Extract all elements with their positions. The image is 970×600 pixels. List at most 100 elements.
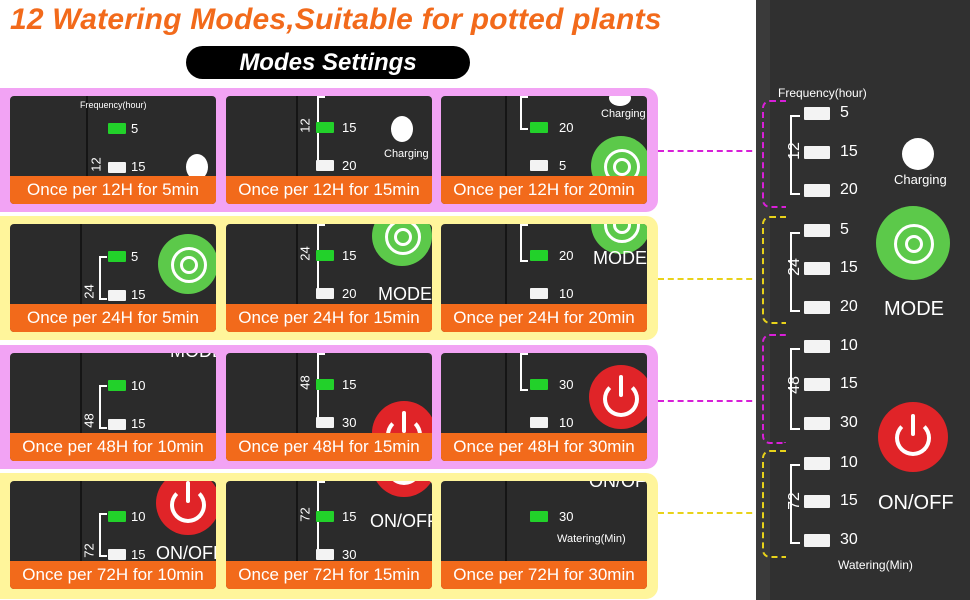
hour-label: 48	[785, 376, 803, 394]
charging-label: Charging	[384, 148, 429, 160]
power-icon	[156, 481, 216, 535]
mode-caption: Once per 12H for 20min	[441, 176, 647, 204]
minute-label: 10	[840, 454, 858, 471]
indicator-led-active	[108, 380, 126, 391]
indicator-led-active	[530, 250, 548, 261]
indicator-led-active	[108, 251, 126, 262]
mode-tile-12h-20min: 20 5 Charging Once per 12H for 20min	[441, 96, 647, 204]
minute-label: 30	[840, 414, 858, 431]
group-outline-12h	[762, 100, 786, 208]
mode-tile-72h-10min: 72 10 15 ON/OFF Once per 72H for 10min	[10, 481, 216, 589]
group-outline-24h	[762, 216, 786, 324]
mode-caption: Once per 24H for 20min	[441, 304, 647, 332]
connector-12h	[658, 150, 762, 152]
indicator-led	[108, 162, 126, 173]
indicator-led	[316, 549, 334, 560]
indicator-led-active	[530, 511, 548, 522]
mode-tile-24h-20min: 20 10 MODE Once per 24H for 20min	[441, 224, 647, 332]
mode-caption: Once per 48H for 10min	[10, 433, 216, 461]
minute-label: 15	[131, 159, 146, 174]
minute-label: 15	[840, 492, 858, 509]
watering-min-label: Watering(Min)	[838, 558, 913, 572]
minute-label: 15	[342, 509, 357, 524]
onoff-label: ON/OFF	[156, 543, 216, 563]
indicator-led-active	[316, 122, 334, 133]
minute-label: 10	[559, 415, 574, 430]
range-bracket	[317, 96, 325, 170]
power-icon	[372, 481, 432, 497]
connector-48h	[658, 400, 762, 402]
minute-label: 15	[131, 416, 146, 431]
mode-label: MODE	[378, 284, 432, 304]
indicator-led	[804, 184, 830, 197]
device-panel: Frequency(hour) 12 5 15 20 Charging 24 5…	[756, 0, 970, 600]
frequency-header: Frequency(hour)	[778, 86, 867, 100]
mode-row-48h: 48 10 15 MODE Once per 48H for 10min 48 …	[0, 345, 658, 469]
charging-label: Charging	[601, 108, 646, 120]
power-icon[interactable]	[878, 402, 948, 472]
onoff-label: ON/OFF	[370, 511, 432, 531]
mode-caption: Once per 48H for 15min	[226, 433, 432, 461]
indicator-led-active	[316, 379, 334, 390]
hour-label: 48	[81, 413, 97, 428]
hour-label: 24	[81, 284, 97, 299]
hour-label: 12	[88, 157, 104, 172]
mode-row-72h: 72 10 15 ON/OFF Once per 72H for 10min 7…	[0, 473, 658, 599]
minute-label: 15	[840, 143, 858, 160]
minute-label: 15	[131, 287, 146, 302]
hour-label: 12	[297, 118, 313, 133]
onoff-label: ON/OFF	[878, 492, 954, 514]
range-bracket	[99, 513, 107, 557]
indicator-led	[804, 224, 830, 237]
charging-label: Charging	[894, 172, 947, 187]
mode-row-12h: Frequency(hour) 5 12 15 Once per 12H for…	[0, 88, 658, 212]
minute-label: 20	[840, 181, 858, 198]
minute-label: 30	[342, 547, 357, 562]
mode-tile-48h-15min: 48 15 30 Once per 48H for 15min	[226, 353, 432, 461]
indicator-led	[804, 378, 830, 391]
minute-label: 15	[342, 377, 357, 392]
hour-label: 24	[297, 246, 313, 261]
mode-tile-12h-15min: 12 15 20 Charging Once per 12H for 15min	[226, 96, 432, 204]
indicator-led	[804, 340, 830, 353]
range-bracket	[790, 232, 800, 312]
indicator-led-active	[108, 511, 126, 522]
indicator-led	[530, 288, 548, 299]
minute-label: 30	[559, 377, 574, 392]
minute-label: 30	[342, 415, 357, 430]
range-bracket	[520, 353, 528, 391]
minute-label: 10	[131, 378, 146, 393]
minute-label: 15	[342, 120, 357, 135]
indicator-led	[108, 549, 126, 560]
indicator-led	[804, 457, 830, 470]
minute-label: 15	[342, 248, 357, 263]
mode-row-24h: 24 5 15 Once per 24H for 5min 24 15 20 M…	[0, 216, 658, 340]
indicator-led	[804, 417, 830, 430]
hour-label: 72	[785, 492, 803, 510]
indicator-led-active	[530, 379, 548, 390]
indicator-led	[316, 417, 334, 428]
indicator-led	[108, 419, 126, 430]
hour-label: 72	[297, 507, 313, 522]
page-title: 12 Watering Modes,Suitable for potted pl…	[10, 3, 662, 36]
hour-label: 12	[785, 142, 803, 160]
indicator-led	[804, 146, 830, 159]
indicator-led	[316, 160, 334, 171]
connector-24h	[658, 278, 762, 280]
connector-72h	[658, 512, 762, 514]
mode-gear-icon[interactable]	[876, 206, 950, 280]
mode-tile-24h-5min: 24 5 15 Once per 24H for 5min	[10, 224, 216, 332]
mode-caption: Once per 48H for 30min	[441, 433, 647, 461]
minute-label: 20	[559, 248, 574, 263]
modes-settings-badge: Modes Settings	[186, 46, 470, 79]
mode-caption: Once per 72H for 30min	[441, 561, 647, 589]
watering-min-label: Watering(Min)	[557, 533, 626, 545]
power-icon	[589, 365, 647, 429]
mode-caption: Once per 24H for 5min	[10, 304, 216, 332]
minute-label: 20	[342, 158, 357, 173]
minute-label: 20	[840, 298, 858, 315]
minute-label: 10	[559, 286, 574, 301]
minute-label: 20	[559, 120, 574, 135]
range-bracket	[99, 256, 107, 300]
minute-label: 5	[840, 104, 849, 121]
